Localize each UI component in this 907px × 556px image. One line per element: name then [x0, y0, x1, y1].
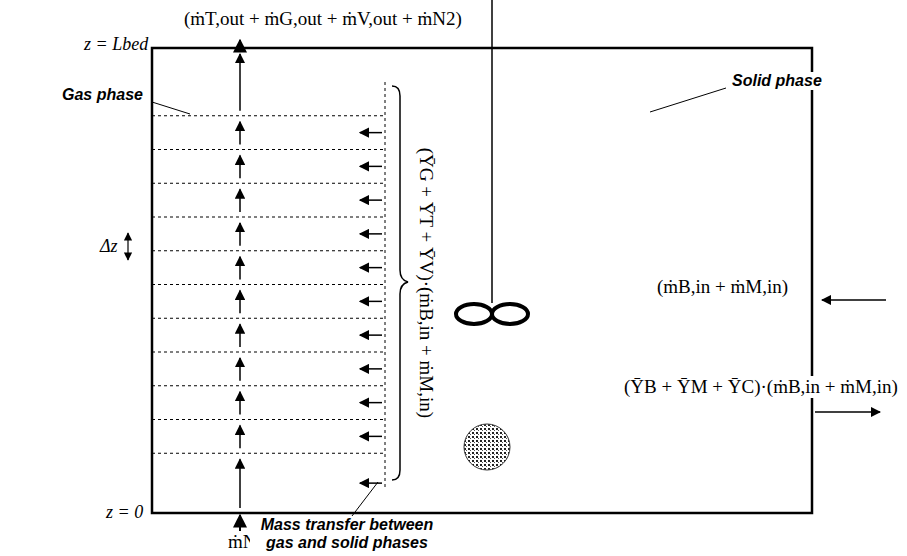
gas-flow-arrow — [239, 291, 241, 314]
transfer-arrow — [360, 368, 382, 370]
phase-label: Solid phase — [730, 72, 824, 90]
band-line — [152, 453, 385, 454]
solid-particle — [464, 424, 510, 470]
interface-line — [385, 82, 386, 487]
note-label: Mass transfer between gas and solid phas… — [250, 516, 444, 553]
reactor-wall — [152, 48, 812, 513]
outlet-flow-formula: (ṁT,out + ṁG,out + ṁV,out + ṁN2) — [182, 8, 464, 30]
leader-line — [650, 88, 726, 112]
transfer-arrow — [360, 301, 382, 303]
band-line — [152, 419, 385, 420]
feed-formula: (ṁB,in + ṁM,in) — [655, 276, 790, 298]
gas-flow-arrow — [239, 223, 241, 246]
outlet-arrow — [239, 40, 241, 48]
leader-line — [152, 102, 190, 114]
product-formula: (ȲB + ȲM + ȲC)·(ṁB,in + ṁM,in) — [622, 376, 900, 398]
gas-flow-arrow — [239, 54, 241, 111]
band-line — [152, 183, 385, 184]
gas-flow-arrow — [239, 426, 241, 449]
height-label: z = Lbed — [82, 34, 150, 55]
stirrer-blade — [492, 304, 528, 324]
bottom-label: z = 0 — [104, 502, 145, 523]
gas-flow-arrow — [239, 122, 241, 145]
step-label: Δz — [98, 236, 120, 257]
band-line — [152, 149, 385, 150]
transfer-arrow — [360, 436, 382, 438]
band-line — [152, 284, 385, 285]
gas-bands — [152, 54, 385, 508]
gas-flow-arrow — [239, 257, 241, 280]
gas-flow-arrow — [239, 392, 241, 415]
band-line — [152, 352, 385, 353]
gas-flow-arrow — [239, 459, 241, 508]
band-line — [152, 385, 385, 386]
brace — [392, 86, 408, 480]
transfer-arrow — [360, 267, 382, 269]
transfer-arrow — [360, 402, 382, 404]
transfer-arrow — [360, 334, 382, 336]
band-line — [152, 250, 385, 251]
gas-flow-arrow — [239, 358, 241, 381]
transfer-formula: (ȲG + ȲT + ȲV)·(ṁB,in + ṁM,in) — [415, 146, 437, 420]
phase-label: Gas phase — [60, 86, 145, 104]
leader-line — [352, 482, 378, 516]
transfer-arrow — [360, 199, 382, 201]
product-arrow — [815, 411, 880, 413]
band-line — [152, 115, 385, 116]
gas-flow-arrow — [239, 156, 241, 179]
gas-flow-arrow — [239, 189, 241, 212]
band-line — [152, 217, 385, 218]
transfer-arrow — [360, 233, 382, 235]
feed-arrow — [822, 299, 886, 301]
transfer-arrow — [360, 166, 382, 168]
stirrer-shaft — [491, 0, 493, 303]
transfer-arrow — [360, 132, 382, 134]
gas-flow-arrow — [239, 324, 241, 347]
transfer-arrow — [360, 482, 382, 484]
stirrer-blade — [456, 304, 492, 324]
dz-arrow — [127, 233, 128, 260]
band-line — [152, 318, 385, 319]
